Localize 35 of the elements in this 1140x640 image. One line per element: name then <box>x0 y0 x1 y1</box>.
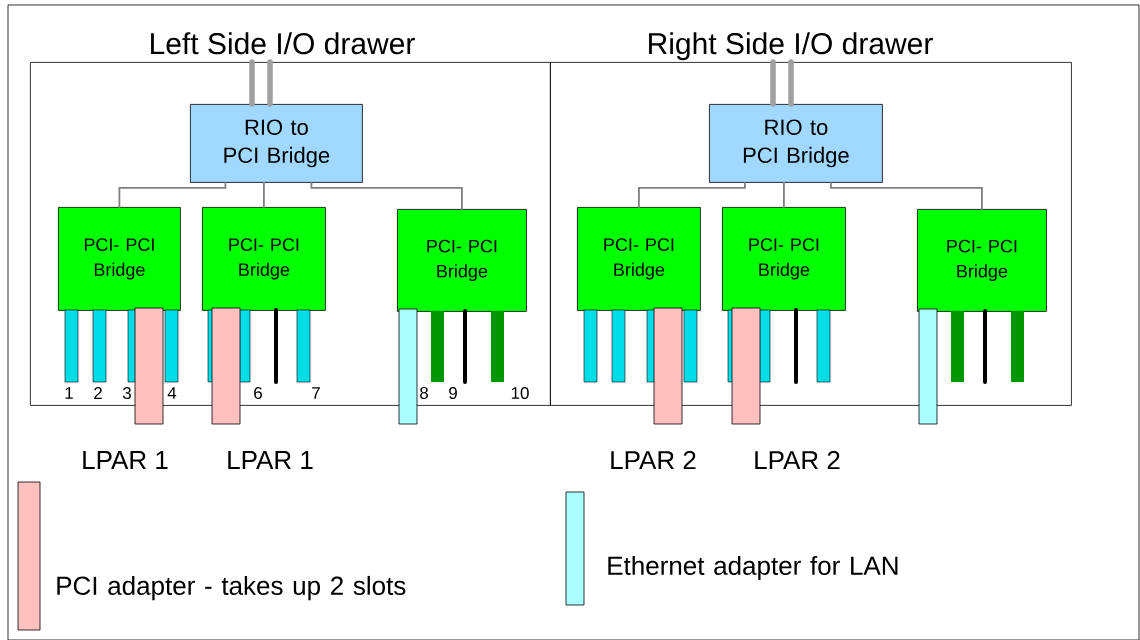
legend-text: PCI adapter - takes up 2 slots <box>57 575 406 601</box>
drawer-heading: Right Side I/O drawer <box>649 32 933 61</box>
connector-line <box>249 59 255 107</box>
slot-number: 4 <box>167 387 177 399</box>
slot-number: 1 <box>65 387 73 399</box>
slot-number: 8 <box>420 387 428 400</box>
connector-line <box>118 181 227 208</box>
connector-line <box>267 59 273 107</box>
partition-label: LPAR 1 <box>83 451 168 469</box>
connector-line <box>770 59 776 107</box>
bridge-box: PCI- PCI Bridge <box>722 207 846 311</box>
connector-line <box>263 181 265 208</box>
bridge-box: RIO to PCI Bridge <box>709 104 883 183</box>
partition-label: LPAR 2 <box>755 450 840 470</box>
connector-line <box>788 59 794 107</box>
slot-number: 2 <box>94 387 102 399</box>
slot-number: 6 <box>254 387 262 400</box>
connector-line <box>310 181 463 210</box>
bridge-box: PCI- PCI Bridge <box>917 209 1047 312</box>
slot-number: 7 <box>312 387 320 399</box>
partition-label: LPAR 2 <box>611 450 696 470</box>
bridge-box: PCI- PCI Bridge <box>58 207 181 311</box>
slot-number: 3 <box>122 387 131 400</box>
connector-line <box>783 181 785 208</box>
drawer-heading: Left Side I/O drawer <box>151 32 415 55</box>
bridge-box: PCI- PCI Bridge <box>397 209 527 312</box>
slot-number: 9 <box>449 387 457 400</box>
bridge-box: PCI- PCI Bridge <box>202 207 326 311</box>
bridge-box: PCI- PCI Bridge <box>577 207 701 311</box>
connector-line <box>638 181 746 208</box>
legend-text: Ethernet adapter for LAN <box>608 555 898 581</box>
bridge-box: RIO to PCI Bridge <box>190 104 363 183</box>
partition-label: LPAR 1 <box>228 451 313 469</box>
connector-line <box>830 181 983 210</box>
slot-number: 10 <box>511 387 529 400</box>
